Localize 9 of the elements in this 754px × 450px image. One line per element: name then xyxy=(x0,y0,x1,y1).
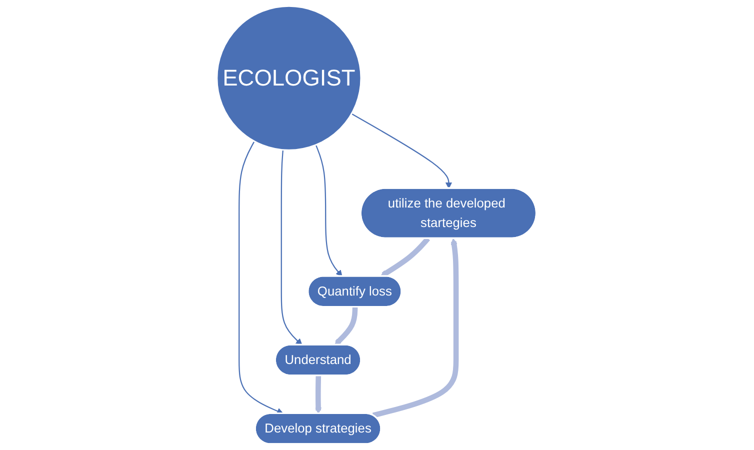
node-circle: ECOLOGIST xyxy=(216,5,362,151)
arrow xyxy=(315,376,322,414)
arrow xyxy=(380,236,430,278)
arrow xyxy=(352,113,452,189)
arrow xyxy=(316,144,343,277)
arrow xyxy=(372,238,460,418)
arrow xyxy=(281,150,303,346)
arrow xyxy=(238,141,284,414)
arrow xyxy=(334,307,358,346)
